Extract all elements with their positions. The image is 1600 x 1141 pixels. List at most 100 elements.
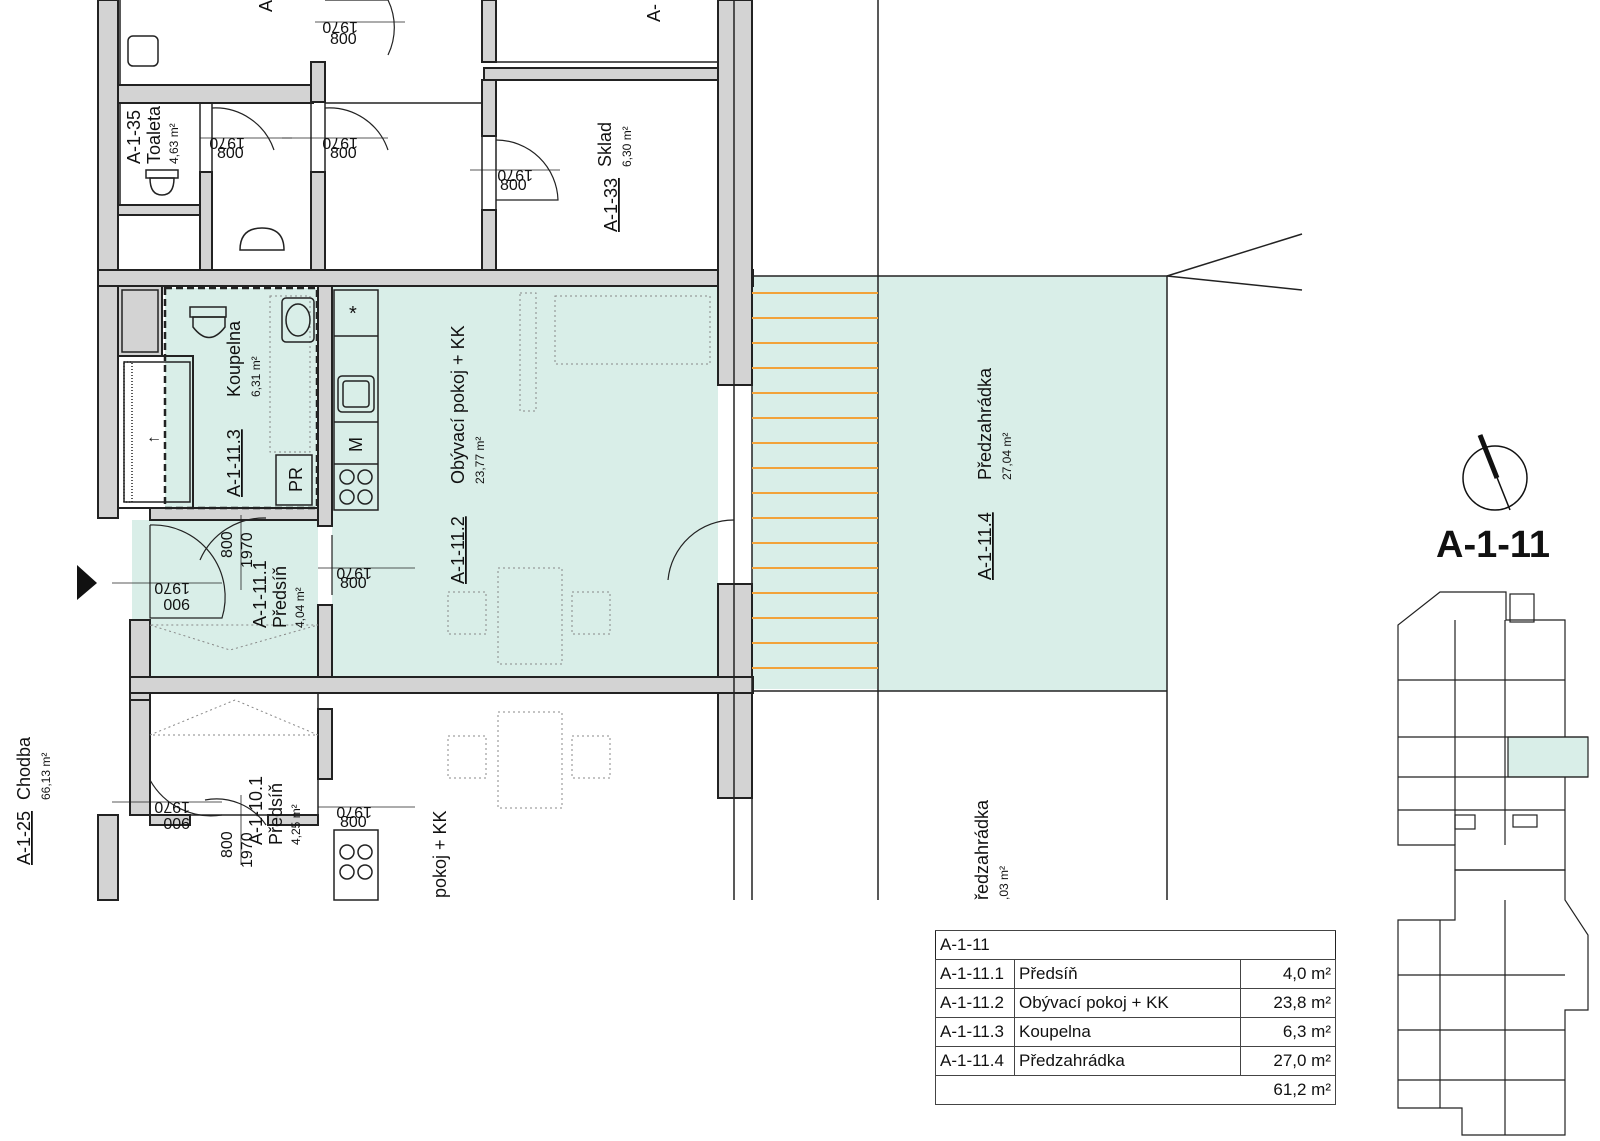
hob-ring — [339, 489, 355, 505]
hob-ring-lower — [357, 844, 373, 860]
hob-ring-lower — [339, 844, 355, 860]
area-table-title: A-1-11 — [935, 930, 1336, 960]
wall-left-bottom — [97, 814, 119, 901]
room-labels: A-1-11.3 Koupelna 6,31 m² A-1-11.1 Předs… — [14, 0, 1014, 900]
wall-col-e — [310, 171, 326, 271]
furniture-lower-table — [497, 711, 563, 809]
north-arrow-icon — [1462, 434, 1528, 511]
garden-diag — [1166, 233, 1303, 277]
row-area: 4,0 m² — [1240, 959, 1336, 989]
furniture-bath-inner — [269, 295, 311, 453]
wall-storage-mid — [483, 67, 719, 81]
table-row: A-1-11.1 Předsíň 4,0 m² — [935, 959, 1336, 989]
key-plan — [1397, 591, 1589, 1136]
door-width: 900 — [163, 595, 190, 612]
furniture-bed — [554, 295, 711, 365]
row-code: A-1-11.4 — [935, 1046, 1015, 1076]
label-arrow: ← — [146, 429, 162, 446]
north-arrow-bold — [1477, 434, 1500, 479]
row-code: A-1-11.1 — [935, 959, 1015, 989]
wall-right-mid — [717, 583, 753, 678]
row-code: A-1-11.2 — [935, 988, 1015, 1018]
door-swing-washroom — [324, 107, 389, 151]
furniture-lower-chair-b — [571, 735, 611, 779]
furniture-shelf — [519, 292, 537, 412]
fixture-labels: PR M * ← — [146, 303, 366, 492]
terrace-stripes — [752, 292, 878, 669]
door-swing-storage — [495, 139, 559, 201]
wall-left-upper — [97, 0, 119, 519]
outline-pr — [275, 454, 313, 506]
area-table-total-row: 61,2 m² — [935, 1075, 1336, 1105]
label-pr: PR — [286, 467, 306, 492]
table-row: A-1-11.4 Předzahrádka 27,0 m² — [935, 1046, 1336, 1076]
hob-ring-lower — [357, 864, 373, 880]
wall-int-3 — [149, 507, 319, 521]
door-width: 800 — [217, 145, 244, 162]
label-obyvaci-code: A-1-11.2 — [448, 516, 468, 584]
key-plan-highlight — [1507, 736, 1589, 778]
door-width: 800 — [219, 531, 236, 558]
key-plan-cross — [1454, 814, 1476, 830]
hob-ring — [357, 489, 373, 505]
room-fill-obyvaci — [332, 286, 718, 676]
label-chodba-code: A-1-25 — [14, 811, 34, 865]
room-fills — [132, 276, 1167, 691]
label-predsin-code: A-1-11.1 — [250, 560, 270, 628]
label-obyvaci-name: Obývací pokoj + KK — [448, 325, 468, 484]
label-m: M — [346, 437, 366, 452]
label-koupelna-area: 6,31 m² — [249, 356, 263, 397]
wall-col-b — [481, 0, 497, 63]
door-swing-lower-hall — [204, 798, 267, 826]
door-height: 1970 — [209, 134, 245, 151]
door-width: 800 — [340, 575, 367, 592]
label-hall10-area: 4,25 m² — [289, 804, 303, 845]
door-height: 1970 — [336, 564, 372, 581]
toilet-upper-tank — [145, 169, 179, 179]
row-name: Koupelna — [1014, 1017, 1241, 1047]
label-predsin-area: 4,04 m² — [293, 587, 307, 628]
furniture-table — [497, 567, 563, 665]
hob-ring-lower — [339, 864, 355, 880]
toilet-bowl — [192, 316, 226, 339]
wall-col-f — [199, 171, 213, 271]
door-height: 1970 — [154, 579, 190, 596]
outline-toilet — [119, 102, 201, 206]
wall-toilet-top — [117, 84, 314, 104]
door-swings — [149, 0, 735, 826]
furniture-triangle-hall — [149, 624, 319, 651]
key-plan-stair — [1509, 593, 1535, 623]
wall-bottom-unit — [129, 676, 754, 694]
door-swing-entry — [149, 524, 226, 619]
row-name: Předzahrádka — [1014, 1046, 1241, 1076]
door-swing-toilet — [211, 107, 275, 151]
door-height: 1970 — [239, 532, 256, 568]
row-name: Obývací pokoj + KK — [1014, 988, 1241, 1018]
door-swing-hall-bath — [199, 517, 267, 561]
toilet-upper — [149, 177, 175, 196]
row-area: 23,8 m² — [1240, 988, 1336, 1018]
label-asterisk: * — [349, 303, 357, 325]
label-hall10-code: A-1-10.1 — [246, 776, 266, 845]
label-sklad-name: Sklad — [595, 122, 615, 167]
door-width: 800 — [330, 145, 357, 162]
north-arrow-circle — [1462, 445, 1528, 511]
row-code: A-1-11.3 — [935, 1017, 1015, 1047]
outline-hallroom — [324, 102, 483, 271]
label-chodba-name: Chodba — [14, 736, 34, 800]
wall-int-1 — [317, 285, 333, 527]
entry-arrow-icon — [77, 565, 97, 600]
dimension-lines — [112, 21, 560, 865]
outline-lower-cook — [333, 829, 379, 901]
table-row: A-1-11.2 Obývací pokoj + KK 23,8 m² — [935, 988, 1336, 1018]
door-width: 800 — [219, 831, 236, 858]
door-height: 1970 — [336, 803, 372, 820]
unit-code-heading: A-1-11 — [1436, 524, 1551, 566]
wall-int-4 — [317, 708, 333, 780]
label-garden10-area-partial: ,03 m² — [997, 866, 1011, 900]
wall-col-d — [481, 209, 497, 271]
area-table-header: A-1-11 — [935, 930, 1336, 960]
door-height: 1970 — [322, 18, 358, 35]
sink-upper — [239, 227, 285, 251]
